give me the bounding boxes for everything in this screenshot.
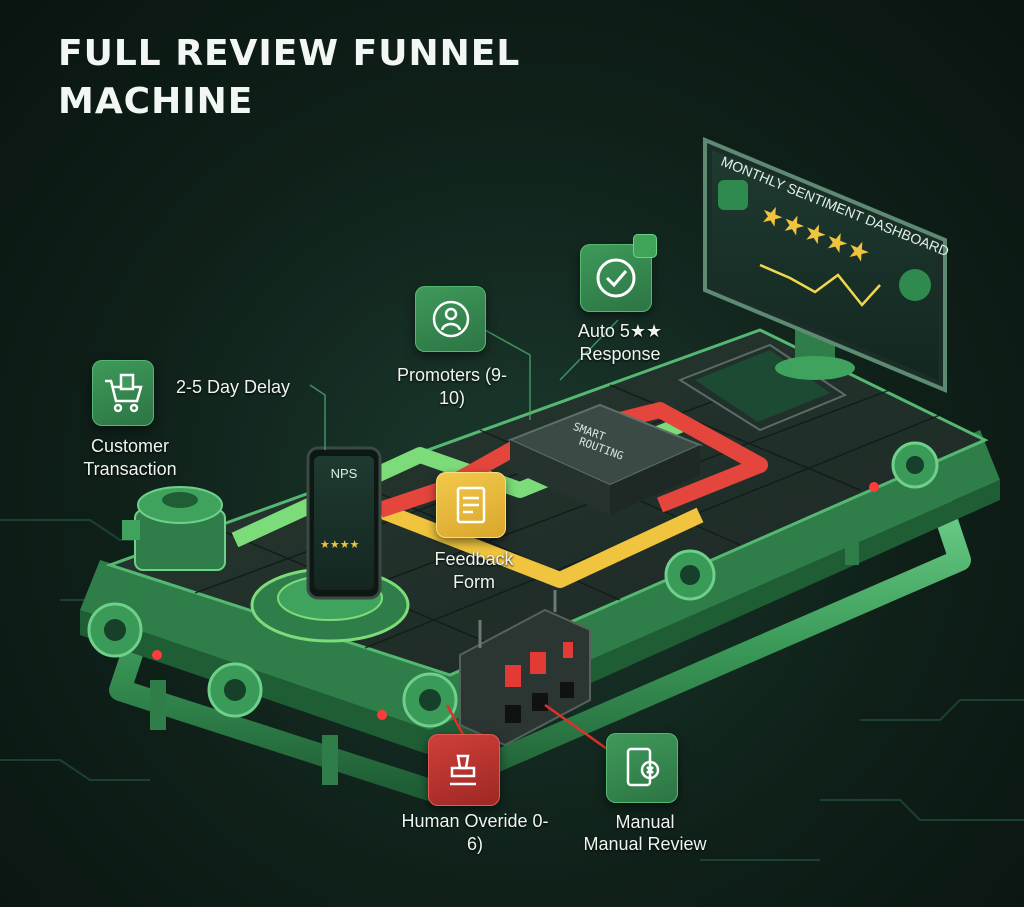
response-tablet	[677, 343, 848, 432]
human-override-label: Human Overide 0-6)	[401, 811, 549, 854]
auto-response-label: Auto 5★★ Response	[577, 321, 663, 364]
machine-base	[80, 430, 1000, 730]
delay-label: 2-5 Day Delay	[176, 377, 291, 397]
page-title: FULL REVIEW FUNNEL MACHINE	[58, 30, 520, 126]
cart-icon	[92, 360, 154, 426]
machine-legs	[150, 520, 859, 785]
sentiment-trend-line	[759, 263, 881, 307]
promoters-label: Promoters (9-10)	[396, 365, 508, 408]
connector-lines	[309, 319, 619, 450]
feedback-form-label: Feedback Form	[434, 549, 514, 592]
customer-input-valve	[122, 486, 226, 571]
indicator-lights	[152, 482, 879, 720]
circuit-traces	[0, 519, 1024, 861]
svg-text:★★★★: ★★★★	[320, 538, 360, 551]
title-line-2: MACHINE	[58, 81, 254, 122]
manual-review-tablet-icon	[606, 733, 678, 803]
customer-transaction-label: Customer Transaction	[83, 436, 177, 479]
override-control-panel	[459, 590, 591, 747]
phone-title: NPS	[331, 466, 358, 481]
check-badge-icon	[633, 234, 657, 258]
manual-label: Manual	[615, 812, 675, 832]
feedback-form-icon	[436, 472, 506, 538]
override-stamp-icon	[428, 734, 500, 806]
title-line-1: FULL REVIEW FUNNEL	[58, 33, 521, 74]
manual-review-label: Manual Review	[583, 834, 707, 854]
nps-phone: NPS ★★★★	[306, 446, 382, 600]
smart-routing-box: SMART ROUTING	[507, 403, 703, 515]
promoter-person-icon	[415, 286, 486, 352]
